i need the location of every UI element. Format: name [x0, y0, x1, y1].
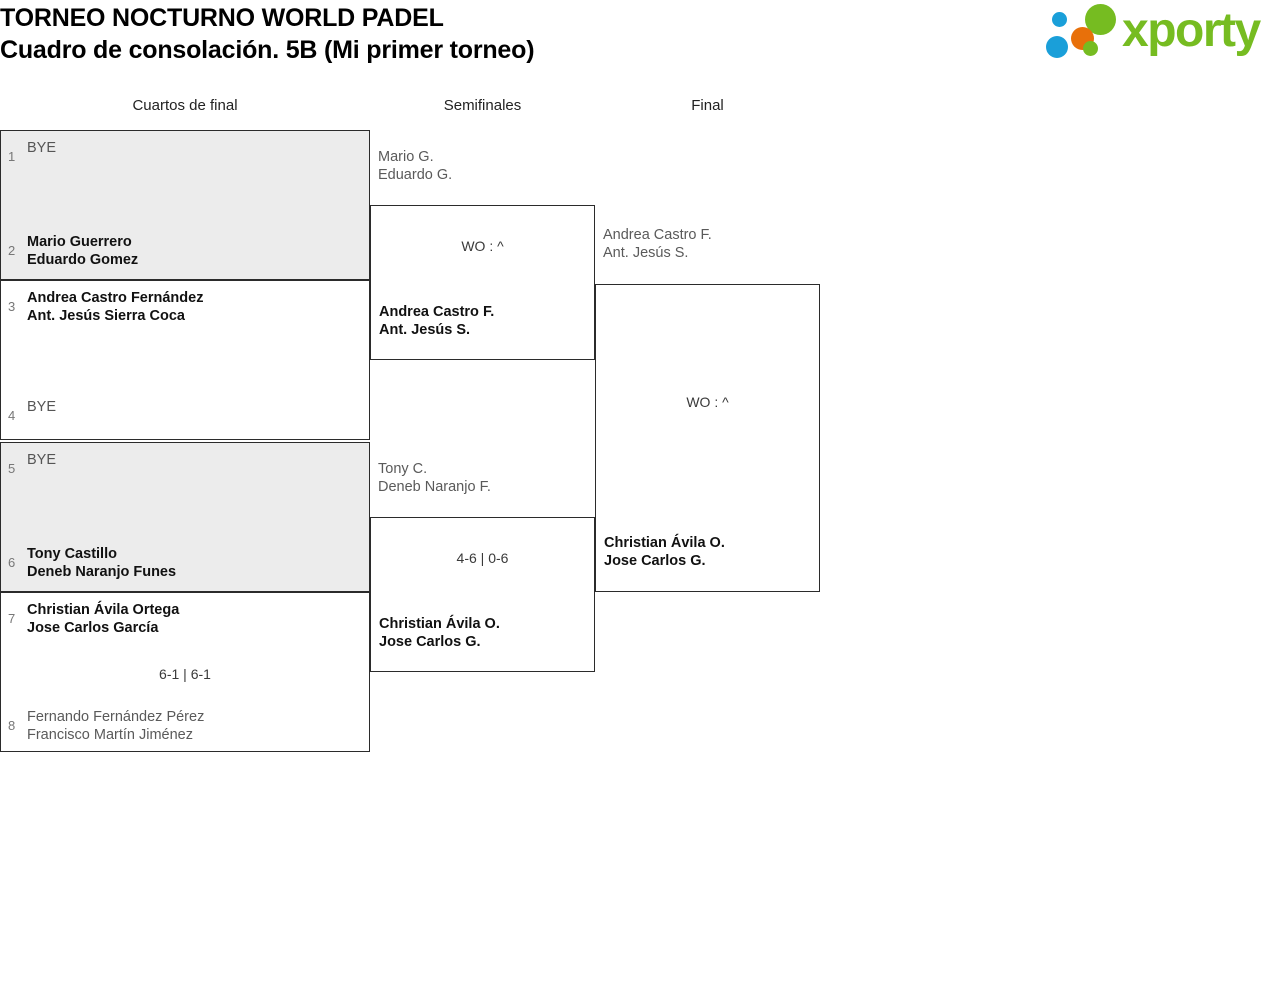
- seed-number: 6: [8, 555, 16, 570]
- logo-dot-blue-large: [1046, 36, 1068, 58]
- seed-number: 8: [8, 718, 16, 733]
- seed-number: 3: [8, 299, 16, 314]
- player-line-2: Ant. Jesús S.: [379, 322, 471, 338]
- team-names: Fernando Fernández Pérez Francisco Martí…: [27, 708, 369, 744]
- match-entry[interactable]: 5 BYE: [1, 451, 369, 478]
- team-names: Mario G. Eduardo G.: [378, 148, 595, 184]
- match-entry[interactable]: Christian Ávila O. Jose Carlos G.: [596, 534, 819, 570]
- player-line-1: Christian Ávila O.: [604, 535, 725, 551]
- tournament-title: TORNEO NOCTURNO WORLD PADEL: [0, 4, 444, 32]
- team-names: Andrea Castro F. Ant. Jesús S.: [379, 303, 594, 339]
- match-entry[interactable]: Christian Ávila O. Jose Carlos G.: [371, 615, 594, 651]
- player-line-2: Eduardo Gomez: [27, 252, 139, 268]
- round-header-semifinales: Semifinales: [443, 97, 522, 114]
- page-header: TORNEO NOCTURNO WORLD PADEL Cuadro de co…: [0, 0, 1280, 90]
- player-line-1: Tony C.: [378, 461, 428, 477]
- seed-number: 4: [8, 408, 16, 423]
- team-names: BYE: [27, 139, 369, 157]
- team-names: BYE: [27, 398, 369, 416]
- match-score: WO : ^: [686, 394, 729, 410]
- player-line-1: Mario Guerrero: [27, 234, 132, 250]
- team-names: Mario Guerrero Eduardo Gomez: [27, 233, 369, 269]
- match-entry[interactable]: 1 BYE: [1, 139, 369, 166]
- player-line-1: Christian Ávila O.: [379, 616, 500, 632]
- team-names: Tony C. Deneb Naranjo F.: [378, 460, 595, 496]
- semifinal-2-top-team[interactable]: Tony C. Deneb Naranjo F.: [370, 460, 595, 496]
- match-entry[interactable]: Andrea Castro F. Ant. Jesús S.: [371, 303, 594, 339]
- player-line-1: BYE: [27, 399, 57, 415]
- player-line-1: Mario G.: [378, 149, 434, 165]
- logo-dots-icon: [1046, 4, 1128, 62]
- round-header-final: Final: [691, 97, 724, 114]
- player-line-2: Deneb Naranjo Funes: [27, 564, 177, 580]
- match-entry[interactable]: 4 BYE: [1, 398, 369, 425]
- player-line-1: Tony Castillo: [27, 546, 117, 562]
- match-score: 4-6 | 0-6: [456, 550, 509, 566]
- match-r3-m1[interactable]: WO : ^ Christian Ávila O. Jose Carlos G.: [595, 284, 820, 592]
- team-names: Andrea Castro Fernández Ant. Jesús Sierr…: [27, 289, 369, 325]
- player-line-2: Francisco Martín Jiménez: [27, 727, 193, 743]
- seed-number: 7: [8, 611, 16, 626]
- seed-number: 5: [8, 461, 16, 476]
- match-r2-m1[interactable]: WO : ^ Andrea Castro F. Ant. Jesús S.: [370, 205, 595, 360]
- match-r1-m2[interactable]: 3 Andrea Castro Fernández Ant. Jesús Sie…: [0, 280, 370, 440]
- player-line-1: Christian Ávila Ortega: [27, 602, 180, 618]
- title-block: TORNEO NOCTURNO WORLD PADEL Cuadro de co…: [0, 2, 1000, 66]
- player-line-1: Andrea Castro F.: [379, 304, 495, 320]
- team-names: Christian Ávila O. Jose Carlos G.: [379, 615, 594, 651]
- match-entry[interactable]: 8 Fernando Fernández Pérez Francisco Mar…: [1, 708, 369, 744]
- player-line-2: Ant. Jesús Sierra Coca: [27, 308, 185, 324]
- player-line-2: Ant. Jesús S.: [603, 245, 689, 261]
- seed-number: 1: [8, 149, 16, 164]
- match-entry[interactable]: 6 Tony Castillo Deneb Naranjo Funes: [1, 545, 369, 581]
- team-names: Christian Ávila O. Jose Carlos G.: [604, 534, 819, 570]
- match-r1-m1[interactable]: 1 BYE 2 Mario Guerrero Eduardo Gomez: [0, 130, 370, 280]
- team-names: Andrea Castro F. Ant. Jesús S.: [603, 226, 820, 262]
- player-line-2: Jose Carlos G.: [604, 553, 706, 569]
- player-line-2: Deneb Naranjo F.: [378, 479, 491, 495]
- team-names: BYE: [27, 451, 369, 469]
- player-line-2: Jose Carlos García: [27, 620, 159, 636]
- match-entry[interactable]: 7 Christian Ávila Ortega Jose Carlos Gar…: [1, 601, 369, 637]
- seed-number: 2: [8, 243, 16, 258]
- logo-wordmark: xporty: [1122, 4, 1261, 57]
- player-line-1: Andrea Castro Fernández: [27, 290, 204, 306]
- player-line-1: Andrea Castro F.: [603, 227, 712, 243]
- match-entry[interactable]: 2 Mario Guerrero Eduardo Gomez: [1, 233, 369, 269]
- bracket-subtitle: Cuadro de consolación. 5B (Mi primer tor…: [0, 36, 535, 64]
- xporty-logo[interactable]: xporty: [1046, 4, 1276, 64]
- logo-dot-green-small: [1083, 41, 1098, 56]
- player-line-1: Fernando Fernández Pérez: [27, 709, 205, 725]
- match-score: 6-1 | 6-1: [159, 666, 211, 682]
- player-line-2: Eduardo G.: [378, 167, 453, 183]
- match-score: WO : ^: [461, 238, 504, 254]
- semifinal-1-top-team[interactable]: Mario G. Eduardo G.: [370, 148, 595, 184]
- match-r1-m3[interactable]: 5 BYE 6 Tony Castillo Deneb Naranjo Fune…: [0, 442, 370, 592]
- player-line-2: Jose Carlos G.: [379, 634, 481, 650]
- team-names: Tony Castillo Deneb Naranjo Funes: [27, 545, 369, 581]
- player-line-1: BYE: [27, 452, 57, 468]
- final-top-team[interactable]: Andrea Castro F. Ant. Jesús S.: [595, 226, 820, 262]
- match-r2-m2[interactable]: 4-6 | 0-6 Christian Ávila O. Jose Carlos…: [370, 517, 595, 672]
- match-entry[interactable]: 3 Andrea Castro Fernández Ant. Jesús Sie…: [1, 289, 369, 325]
- logo-dot-blue-small: [1052, 12, 1067, 27]
- player-line-1: BYE: [27, 140, 57, 156]
- round-header-cuartos: Cuartos de final: [132, 97, 238, 114]
- team-names: Christian Ávila Ortega Jose Carlos Garcí…: [27, 601, 369, 637]
- match-r1-m4[interactable]: 7 Christian Ávila Ortega Jose Carlos Gar…: [0, 592, 370, 752]
